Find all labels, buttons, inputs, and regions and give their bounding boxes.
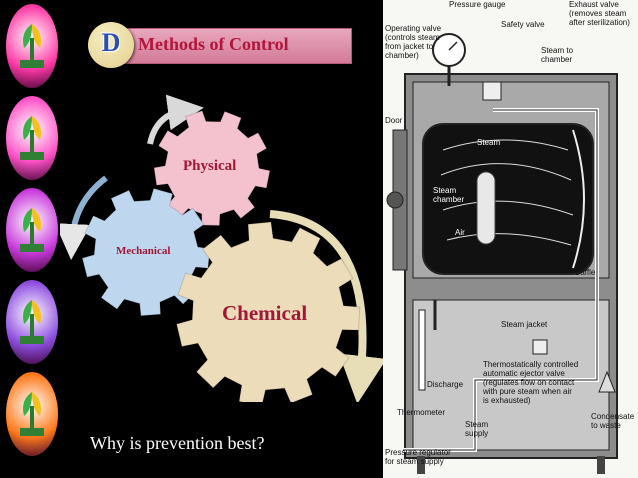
label-air: Air xyxy=(455,228,465,237)
mechanical-label: Mechanical xyxy=(116,245,171,257)
plant-logo-icon xyxy=(20,208,44,252)
gears-diagram: Physical Mechanical Chemical xyxy=(54,92,390,407)
gears-svg xyxy=(54,94,387,407)
label-steam-supply: Steam supply xyxy=(465,420,489,438)
label-steam: Steam xyxy=(477,138,501,147)
title-badge: D xyxy=(88,22,134,68)
logo-egg xyxy=(6,96,58,180)
logo-column xyxy=(0,0,70,478)
logo-egg xyxy=(6,372,58,456)
arrow-to-chemical xyxy=(269,210,387,404)
label-safety-valve: Safety valve xyxy=(501,20,545,29)
label-pressure-regulator: Pressure regulator for steam supply xyxy=(385,448,451,466)
title-area: Methods of Control D xyxy=(80,22,370,68)
physical-label: Physical xyxy=(183,158,237,174)
label-pressure-gauge: Pressure gauge xyxy=(449,0,506,9)
arrow-to-physical xyxy=(147,94,204,145)
chemical-gear xyxy=(176,221,361,407)
label-door: Door xyxy=(385,116,403,125)
label-steam-jacket: Steam jacket xyxy=(501,320,548,329)
plant-logo-icon xyxy=(20,116,44,160)
label-baffle: Baffle xyxy=(575,268,596,277)
label-operating-valve: Operating valve (controls steam from jac… xyxy=(385,24,442,60)
label-thermostatic-valve: Thermostatically controlled automatic ej… xyxy=(483,360,579,405)
mechanical-gear xyxy=(81,187,211,317)
logo-egg xyxy=(6,188,58,272)
chemical-label: Chemical xyxy=(222,301,308,325)
label-steam-chamber: Steam chamber xyxy=(433,186,465,204)
plant-logo-icon xyxy=(20,24,44,68)
arrow-to-mechanical xyxy=(54,175,108,260)
title-badge-letter: D xyxy=(101,28,121,57)
logo-egg xyxy=(6,4,58,88)
label-discharge: Discharge xyxy=(427,380,464,389)
autoclave-svg xyxy=(386,33,618,474)
autoclave-diagram: Pressure gauge Exhaust valve (removes st… xyxy=(383,0,638,478)
plant-logo-icon xyxy=(20,392,44,436)
label-condensate: Condensate to waste xyxy=(591,412,635,430)
title-bar xyxy=(110,28,352,64)
label-thermometer: Thermometer xyxy=(397,408,446,417)
question-text: Why is prevention best? xyxy=(90,433,265,453)
label-exhaust-valve: Exhaust valve (removes steam after steri… xyxy=(569,0,630,27)
physical-gear xyxy=(153,110,271,227)
label-steam-to-chamber: Steam to chamber xyxy=(541,46,574,64)
logo-egg xyxy=(6,280,58,364)
slide-title: Methods of Control xyxy=(138,34,289,54)
plant-logo-icon xyxy=(20,300,44,344)
